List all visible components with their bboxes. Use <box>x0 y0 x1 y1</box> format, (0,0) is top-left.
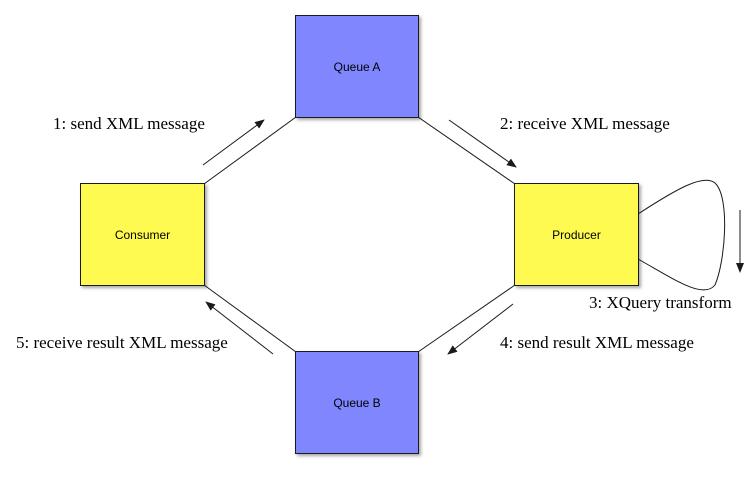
consumer-label: Consumer <box>114 227 171 242</box>
arrow-step1 <box>202 119 265 166</box>
step3-label: 3: XQuery transform <box>589 293 732 312</box>
arrow-step2 <box>448 119 517 168</box>
consumer-box: Consumer <box>80 183 205 286</box>
step5-label: 5: receive result XML message <box>16 333 228 352</box>
loop-xquery-transform <box>637 179 726 291</box>
producer-box: Producer <box>514 183 639 286</box>
edge-consumer-queue-a <box>203 116 297 185</box>
arrow-step4 <box>447 303 514 355</box>
edge-queue-b-consumer <box>203 284 297 353</box>
producer-label: Producer <box>552 227 601 242</box>
step1-label: 1: send XML message <box>53 114 205 133</box>
edge-queue-a-producer <box>417 116 516 185</box>
queue-b-box: Queue B <box>295 351 419 454</box>
step4-label: 4: send result XML message <box>500 333 694 352</box>
step2-label: 2: receive XML message <box>500 114 670 133</box>
edge-producer-queue-b <box>417 284 516 353</box>
queue-b-label: Queue B <box>333 395 381 410</box>
queue-a-box: Queue A <box>295 15 419 118</box>
queue-a-label: Queue A <box>333 59 381 74</box>
arrow-step5 <box>205 301 274 355</box>
